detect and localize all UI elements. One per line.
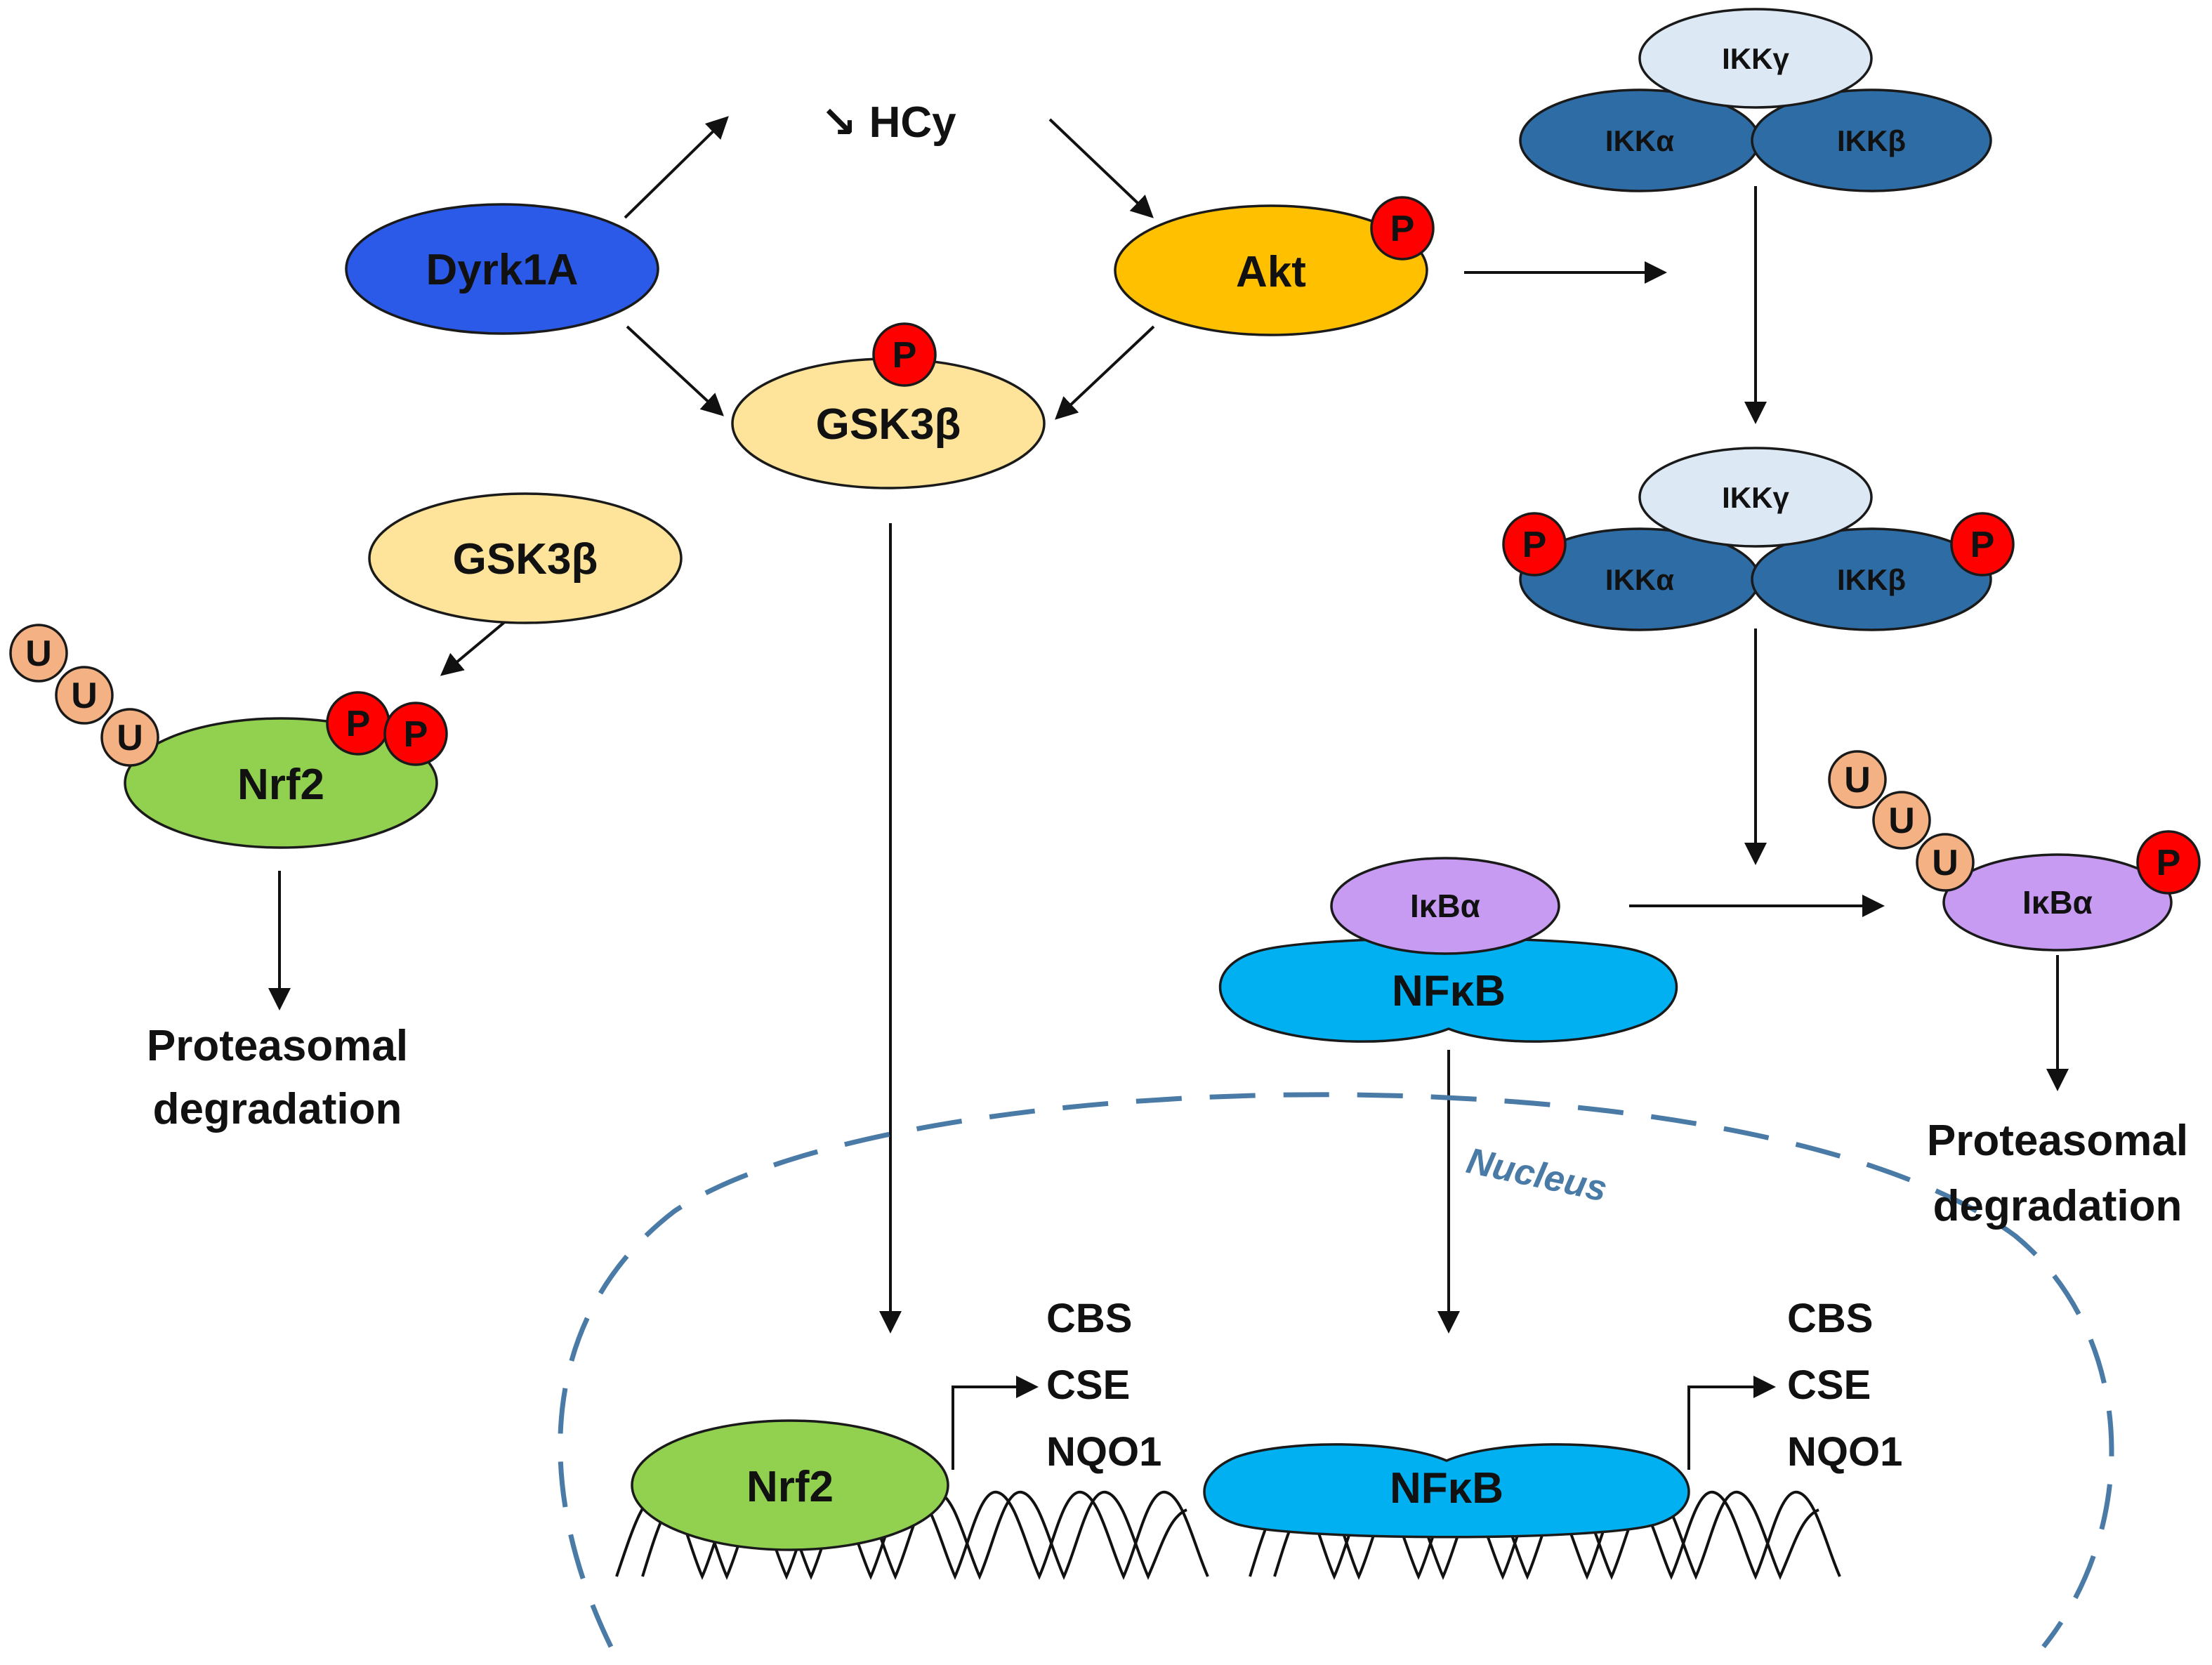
dyrk1a-label: Dyrk1A — [426, 246, 578, 294]
gene-left-3: NQO1 — [1046, 1429, 1161, 1475]
svg-text:Proteasomal: Proteasomal — [147, 1022, 408, 1070]
nfkb-nuclear-node: NFκB — [1203, 1443, 1690, 1539]
ikk-alpha-label-2: IKKα — [1605, 563, 1674, 596]
gsk3b-phospho-badge: P — [872, 322, 937, 387]
nrf2-phospho-badges: P P — [326, 691, 448, 766]
target-genes-right: CBS CSE NQO1 — [1787, 1296, 1902, 1475]
ikk-gamma-label: IKKγ — [1722, 42, 1789, 75]
gene-right-3: NQO1 — [1787, 1429, 1902, 1475]
svg-text:P: P — [893, 335, 917, 376]
arrow-dyrk1a-to-gsk3b — [626, 325, 724, 416]
proteasomal-degradation-right: Proteasomal degradation — [1927, 1117, 2188, 1230]
nrf2-ubiquitin-chain: U U U — [9, 624, 159, 767]
svg-text:P: P — [404, 714, 428, 755]
akt-phospho-badge: P — [1370, 196, 1435, 261]
arrow-hcy-to-akt — [1048, 118, 1154, 218]
ikba-bound-label: IκBα — [1410, 888, 1480, 924]
svg-text:U: U — [1888, 801, 1915, 841]
proteasomal-degradation-left: Proteasomal degradation — [147, 1022, 408, 1133]
ikba-ubiquitin-chain: U U U — [1828, 750, 1975, 892]
nrf2-nuclear-label: Nrf2 — [746, 1463, 834, 1511]
svg-text:U: U — [1844, 760, 1871, 801]
nrf2-nuclear-node: Nrf2 — [631, 1419, 949, 1551]
akt-node: Akt P — [1114, 196, 1435, 336]
ikk-beta-label: IKKβ — [1837, 124, 1906, 157]
svg-text:U: U — [71, 676, 98, 716]
ikk-beta-label-2: IKKβ — [1837, 563, 1906, 596]
svg-text:P: P — [1970, 525, 1995, 565]
nucleus-envelope — [558, 1092, 2114, 1649]
svg-text:degradation: degradation — [153, 1085, 402, 1133]
ikk-gamma-label-2: IKKγ — [1722, 481, 1789, 514]
svg-text:U: U — [25, 633, 52, 674]
dyrk1a-node: Dyrk1A — [345, 203, 659, 335]
svg-text:P: P — [1522, 525, 1547, 565]
nucleus-label: Nucleus — [1463, 1140, 1611, 1210]
gsk3b-left-node: GSK3β — [368, 492, 683, 624]
gsk3b-top-label: GSK3β — [816, 400, 961, 449]
dna-strand-left-2 — [641, 1490, 1187, 1580]
nrf2-cyto-node: Nrf2 U U U P P — [9, 624, 448, 849]
arrows — [268, 116, 2069, 1470]
nrf2-cyto-label: Nrf2 — [237, 761, 324, 809]
target-genes-left: CBS CSE NQO1 — [1046, 1296, 1161, 1475]
svg-text:degradation: degradation — [1933, 1182, 2183, 1230]
svg-text:U: U — [117, 718, 143, 758]
svg-text:P: P — [346, 704, 371, 744]
svg-text:P: P — [1390, 209, 1415, 249]
gsk3b-left-label: GSK3β — [453, 535, 598, 584]
gene-right-1: CBS — [1787, 1296, 1873, 1341]
ikk-complex-phosphorylated: IKKγ IKKα IKKβ P P — [1502, 447, 2015, 631]
svg-text:P: P — [2157, 843, 2181, 883]
svg-text:Proteasomal: Proteasomal — [1927, 1117, 2188, 1165]
nfkb-ikba-complex: NFκB IκBα — [1218, 857, 1678, 1043]
gene-left-2: CSE — [1046, 1362, 1130, 1408]
arrow-dyrk1a-to-hcy — [624, 116, 729, 219]
arrow-nrf2-transcription — [952, 1376, 1039, 1470]
nfkb-nuclear-label: NFκB — [1390, 1464, 1503, 1513]
arrow-akt-to-gsk3b — [1055, 325, 1155, 420]
arrow-nfkb-transcription — [1687, 1376, 1776, 1470]
ikk-complex: IKKγ IKKα IKKβ — [1519, 8, 1992, 192]
ikba-free-node: IκBα U U U P — [1828, 750, 2201, 952]
gsk3b-top-node: GSK3β P — [731, 322, 1046, 489]
akt-label: Akt — [1236, 248, 1306, 296]
hcy-label: ↘ HCy — [820, 98, 956, 147]
nfkb-cyto-label: NFκB — [1392, 967, 1506, 1015]
svg-text:U: U — [1932, 843, 1958, 883]
ikk-alpha-label: IKKα — [1605, 124, 1674, 157]
gene-left-1: CBS — [1046, 1296, 1132, 1341]
gene-right-2: CSE — [1787, 1362, 1871, 1408]
ikba-free-label: IκBα — [2022, 884, 2093, 921]
